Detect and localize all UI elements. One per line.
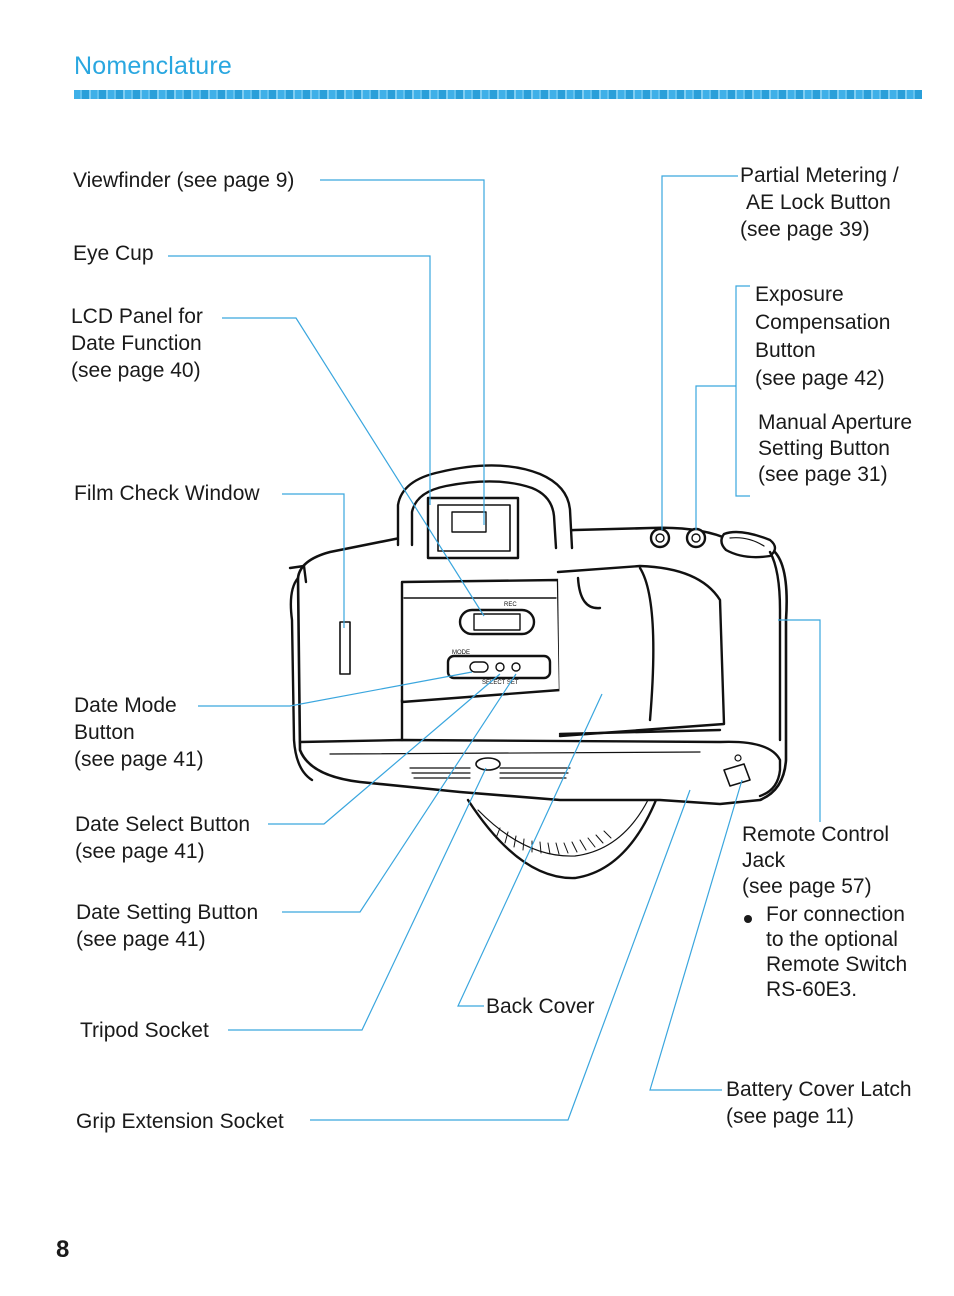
date-select-label: Date Select Button (see page 41): [75, 811, 250, 865]
film-check-window-label: Film Check Window: [74, 482, 260, 505]
viewfinder-label: Viewfinder (see page 9): [73, 169, 295, 192]
page-number: 8: [56, 1236, 70, 1263]
lcd-panel-line-3: (see page 40): [71, 359, 201, 382]
tripod-socket-label: Tripod Socket: [80, 1019, 209, 1042]
battery-latch-label: Battery Cover Latch (see page 11): [726, 1076, 912, 1130]
date-select-line-1: Date Select Button: [75, 813, 251, 836]
remote-note: For connection to the optional Remote Sw…: [766, 902, 907, 1002]
grip-extension-label: Grip Extension Socket: [76, 1110, 284, 1133]
exposure-comp-line-2: Compensation: [755, 311, 891, 334]
remote-note-line-4: RS-60E3.: [766, 978, 858, 1001]
manual-aperture-line-2: Setting Button: [758, 437, 890, 460]
select-set-marking: SELECT SET: [482, 680, 519, 686]
date-setting-line-2: (see page 41): [76, 928, 206, 951]
date-mode-line-2: Button: [74, 721, 135, 744]
remote-note-line-1: For connection: [766, 903, 905, 926]
remote-note-line-3: Remote Switch: [766, 953, 908, 976]
date-setting-line-1: Date Setting Button: [76, 901, 259, 924]
exposure-comp-line-3: Button: [755, 339, 816, 362]
eye-cup-label: Eye Cup: [73, 242, 154, 265]
manual-aperture-line-1: Manual Aperture: [758, 411, 913, 434]
partial-metering-line-2: AE Lock Button: [746, 191, 891, 214]
date-mode-label: Date Mode Button (see page 41): [74, 692, 204, 773]
exposure-comp-line-4: (see page 42): [755, 367, 885, 390]
exposure-comp-line-1: Exposure: [755, 283, 844, 306]
back-cover-label: Back Cover: [486, 995, 595, 1018]
remote-control-line-3: (see page 57): [742, 875, 872, 898]
partial-metering-line-1: Partial Metering /: [740, 164, 899, 187]
camera-illustration: [288, 464, 788, 880]
exposure-comp-label: Exposure Compensation Button (see page 4…: [755, 281, 890, 393]
battery-latch-line-2: (see page 11): [726, 1105, 855, 1128]
date-setting-label: Date Setting Button (see page 41): [76, 899, 258, 953]
date-mode-line-3: (see page 41): [74, 748, 204, 771]
camera-markings: REC MODE SELECT SET: [452, 602, 519, 686]
manual-aperture-label: Manual Aperture Setting Button (see page…: [758, 410, 912, 488]
lcd-panel-line-1: LCD Panel for: [71, 305, 203, 328]
date-select-line-2: (see page 41): [75, 840, 205, 863]
partial-metering-label: Partial Metering / AE Lock Button (see p…: [740, 162, 899, 243]
remote-control-line-1: Remote Control: [742, 823, 890, 846]
title-rule: [74, 90, 922, 99]
partial-metering-line-3: (see page 39): [740, 218, 870, 241]
manual-aperture-line-3: (see page 31): [758, 463, 888, 486]
bullet-icon: [744, 915, 752, 923]
leader-lines: [168, 175, 821, 1121]
rec-marking: REC: [504, 602, 517, 608]
remote-note-line-2: to the optional: [766, 928, 898, 951]
date-mode-line-1: Date Mode: [74, 694, 177, 717]
mode-marking: MODE: [452, 650, 470, 656]
remote-control-line-2: Jack: [742, 849, 786, 872]
section-title: Nomenclature: [74, 52, 233, 80]
lcd-panel-line-2: Date Function: [71, 332, 202, 355]
lcd-panel-label: LCD Panel for Date Function (see page 40…: [71, 303, 203, 384]
battery-latch-line-1: Battery Cover Latch: [726, 1078, 912, 1101]
remote-control-label: Remote Control Jack (see page 57): [742, 822, 889, 900]
